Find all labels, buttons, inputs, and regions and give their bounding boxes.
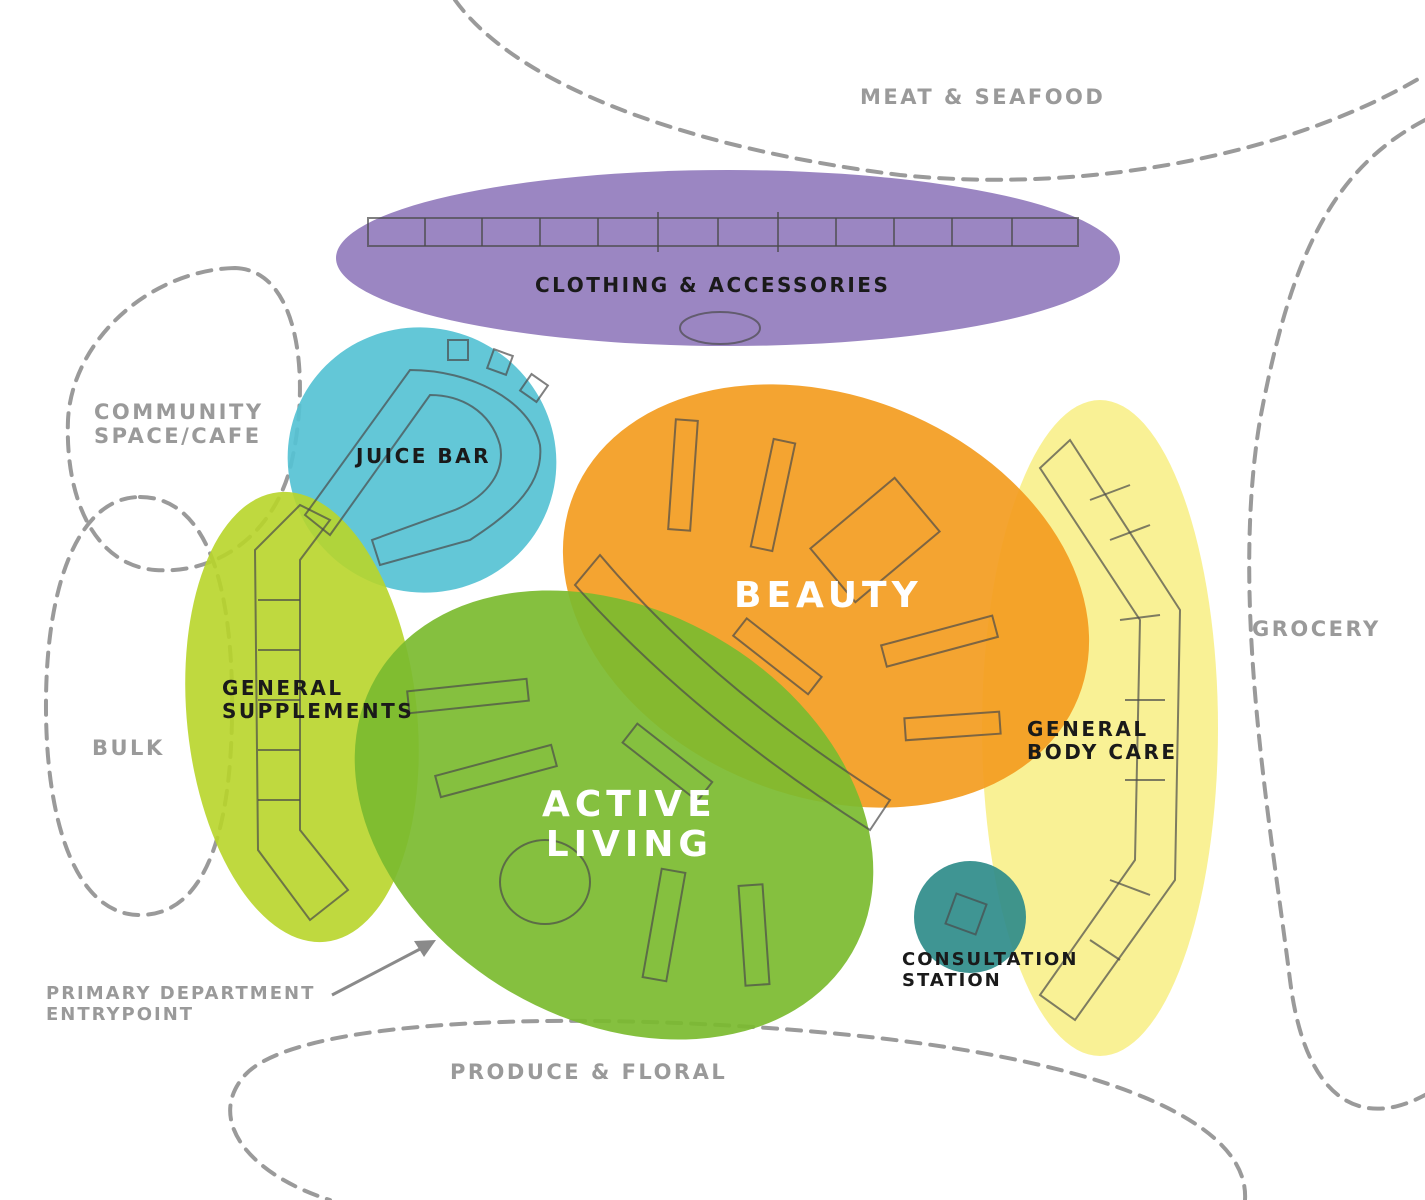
body-care-wall-shelving bbox=[1038, 438, 1182, 1022]
clothing-display-table bbox=[679, 311, 761, 345]
sketch-fixtures bbox=[253, 212, 1182, 1022]
community-cafe-label-line2: SPACE/CAFE bbox=[94, 424, 262, 449]
clothing-accessories-label: CLOTHING & ACCESSORIES bbox=[535, 273, 891, 297]
general-supplements-label: GENERAL SUPPLEMENTS bbox=[222, 677, 414, 723]
community-cafe-boundary bbox=[65, 265, 302, 573]
entry-arrow bbox=[331, 940, 436, 997]
beauty-fixture bbox=[749, 437, 797, 553]
consultation-station-label-line1: CONSULTATION bbox=[902, 949, 1079, 970]
juice-bar-stool bbox=[447, 339, 469, 361]
active-living-zone bbox=[354, 590, 874, 1040]
produce-floral-label: PRODUCE & FLORAL bbox=[450, 1060, 728, 1084]
general-supplements-label-line1: GENERAL bbox=[222, 676, 344, 700]
juice-bar-stool bbox=[485, 347, 515, 377]
entrypoint-label-line1: PRIMARY DEPARTMENT bbox=[46, 983, 316, 1004]
entrypoint-label-line2: ENTRYPOINT bbox=[46, 1003, 195, 1025]
active-living-label: ACTIVE LIVING bbox=[542, 785, 717, 864]
beauty-fixture bbox=[731, 616, 824, 696]
consultation-zone bbox=[914, 861, 1026, 973]
active-living-label-line2: LIVING bbox=[545, 823, 713, 865]
consultation-station-label: CONSULTATION STATION bbox=[902, 949, 1079, 991]
grocery-label: GROCERY bbox=[1252, 617, 1381, 641]
consultation-desk bbox=[944, 892, 988, 936]
beauty-active-divider bbox=[573, 553, 892, 832]
community-cafe-label: COMMUNITY SPACE/CAFE bbox=[94, 400, 264, 448]
clothing-zone bbox=[336, 170, 1120, 346]
general-body-care-label: GENERAL BODY CARE bbox=[1027, 718, 1178, 764]
entrypoint-label: PRIMARY DEPARTMENT ENTRYPOINT bbox=[46, 983, 316, 1025]
beauty-fixture bbox=[903, 710, 1002, 742]
beauty-label: BEAUTY bbox=[734, 575, 923, 616]
active-fixture bbox=[737, 883, 771, 987]
active-living-label-line1: ACTIVE bbox=[542, 784, 717, 825]
active-fixture bbox=[406, 677, 530, 715]
supplements-wall-shelving bbox=[253, 503, 350, 922]
beauty-grid-fixture bbox=[808, 476, 942, 604]
clothing-wall-shelving bbox=[367, 212, 1079, 252]
active-fixture bbox=[641, 867, 687, 983]
meat-seafood-boundary bbox=[453, 0, 1425, 182]
general-body-care-label-line2: BODY CARE bbox=[1027, 740, 1178, 764]
community-cafe-label-line1: COMMUNITY bbox=[94, 400, 264, 424]
juice-bar-label: JUICE BAR bbox=[356, 444, 492, 468]
general-supplements-label-line2: SUPPLEMENTS bbox=[222, 699, 415, 723]
consultation-station-label-line2: STATION bbox=[902, 969, 1002, 991]
department-zones bbox=[185, 170, 1218, 1056]
beauty-fixture bbox=[879, 614, 1000, 668]
active-round-table bbox=[499, 839, 591, 925]
grocery-boundary bbox=[1247, 118, 1425, 1111]
active-fixture bbox=[433, 743, 559, 799]
bulk-label: BULK bbox=[92, 736, 165, 760]
supplements-zone bbox=[185, 491, 419, 943]
beauty-fixture bbox=[667, 418, 699, 532]
active-fixture bbox=[621, 722, 714, 803]
juice-bar-stool bbox=[518, 372, 550, 404]
general-body-care-label-line1: GENERAL bbox=[1027, 717, 1149, 741]
meat-seafood-label: MEAT & SEAFOOD bbox=[860, 85, 1106, 109]
juice-bar-counter bbox=[303, 368, 542, 567]
